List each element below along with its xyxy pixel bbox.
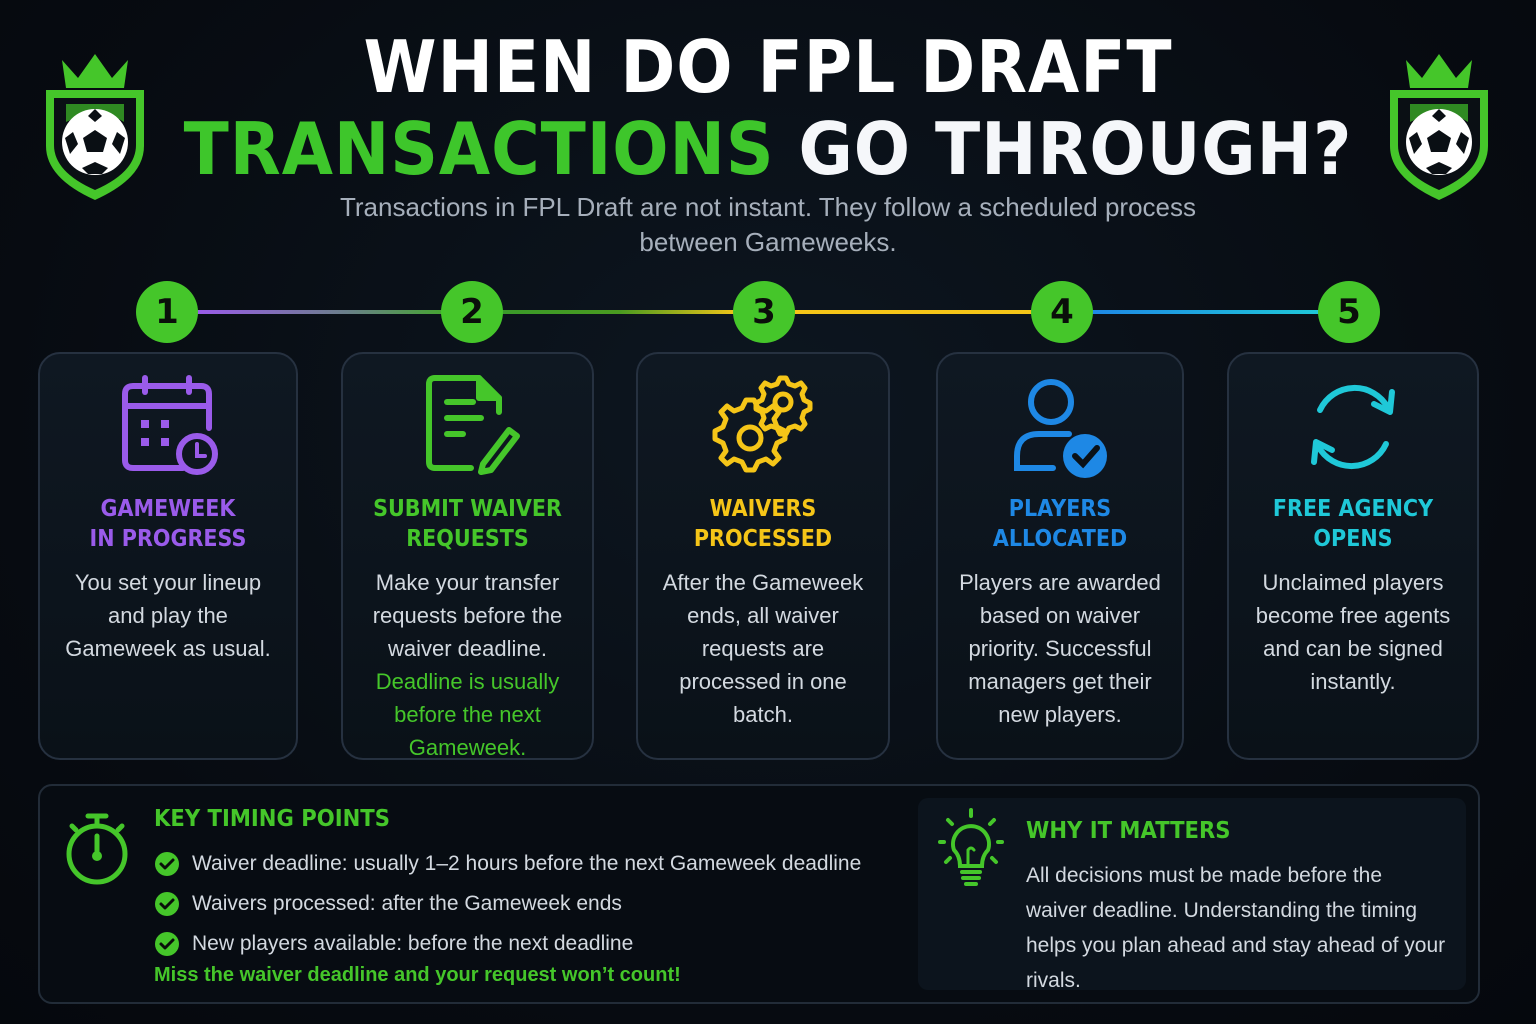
calendar-clock-icon: [122, 375, 218, 475]
step-title-line: PROCESSED: [693, 526, 833, 552]
step-number-3: 3: [733, 281, 795, 343]
step-description: After the Gameweek ends, all waiver requ…: [662, 570, 864, 727]
check-circle-icon: [155, 892, 179, 916]
shield-crown-football-icon: [1390, 54, 1488, 200]
step-card-players-allocated: PLAYERS ALLOCATED Players are awarded bas…: [936, 352, 1184, 760]
step-title-line: FREE AGENCY: [1272, 496, 1434, 522]
why-it-matters-text: All decisions must be made before the wa…: [1026, 864, 1446, 992]
shield-crown-football-icon: [46, 54, 144, 200]
step-card-gameweek: GAMEWEEK IN PROGRESS You set your lineup …: [38, 352, 298, 760]
step-number-2: 2: [441, 281, 503, 343]
list-item: Waiver deadline: usually 1–2 hours befor…: [154, 844, 861, 884]
step-card-free-agency: FREE AGENCY OPENS Unclaimed players becom…: [1227, 352, 1479, 760]
step-title-line: IN PROGRESS: [89, 526, 247, 552]
check-circle-icon: [155, 932, 179, 956]
step-title: FREE AGENCY OPENS: [1241, 494, 1464, 554]
timeline-connector: [196, 310, 446, 314]
user-check-icon: [1014, 379, 1107, 478]
why-it-matters-title: WHY IT MATTERS: [1026, 818, 1231, 844]
lightbulb-icon: [938, 808, 1004, 886]
step-title-line: REQUESTS: [406, 526, 529, 552]
timeline-connector: [792, 310, 1037, 314]
gears-icon: [712, 375, 813, 473]
step-card-submit-waiver: SUBMIT WAIVER REQUESTS Make your transfer…: [341, 352, 594, 760]
stopwatch-icon: [66, 813, 128, 885]
step-title-line: SUBMIT WAIVER: [373, 496, 562, 522]
page-title: WHEN DO FPL DRAFT TRANSACTIONS GO THROUG…: [0, 26, 1536, 190]
step-title: WAIVERS PROCESSED: [651, 494, 876, 554]
step-card-waivers-processed: WAIVERS PROCESSED After the Gameweek ends…: [636, 352, 890, 760]
list-item: New players available: before the next d…: [154, 924, 861, 964]
step-description: Players are awarded based on waiver prio…: [959, 570, 1161, 727]
step-title-line: PLAYERS: [1008, 496, 1112, 522]
step-number-5: 5: [1318, 281, 1380, 343]
page-subtitle: Transactions in FPL Draft are not instan…: [339, 192, 1197, 257]
step-description: Unclaimed players become free agents and…: [1255, 570, 1451, 694]
step-title-line: GAMEWEEK: [100, 496, 236, 522]
step-title-line: OPENS: [1313, 526, 1393, 552]
step-description: You set your lineup and play the Gamewee…: [65, 570, 271, 661]
step-title-line: WAIVERS: [709, 496, 817, 522]
info-panel: KEY TIMING POINTS Waiver deadline: usual…: [38, 784, 1480, 1004]
key-timing-title: KEY TIMING POINTS: [154, 806, 390, 832]
step-title-line: ALLOCATED: [992, 526, 1128, 552]
title-line-1: WHEN DO FPL DRAFT: [363, 25, 1173, 109]
refresh-cycle-icon: [1311, 384, 1395, 470]
step-description: Make your transfer requests before the w…: [372, 570, 563, 661]
check-circle-icon: [155, 852, 179, 876]
title-line-2: TRANSACTIONS GO THROUGH?: [61, 108, 1474, 190]
title-rest: GO THROUGH?: [774, 107, 1353, 191]
step-title: PLAYERS ALLOCATED: [950, 494, 1170, 554]
title-highlight: TRANSACTIONS: [183, 107, 775, 191]
step-number-1: 1: [136, 281, 198, 343]
list-item-text: Waiver deadline: usually 1–2 hours befor…: [192, 852, 862, 875]
list-item: Waivers processed: after the Gameweek en…: [154, 884, 861, 924]
timeline: 1 2 3 4 5: [0, 280, 1536, 344]
timeline-connector: [1090, 310, 1322, 314]
list-item-text: New players available: before the next d…: [192, 932, 634, 955]
document-edit-icon: [425, 375, 520, 475]
deadline-warning: Miss the waiver deadline and your reques…: [154, 964, 681, 986]
timeline-connector: [500, 310, 740, 314]
key-timing-list: Waiver deadline: usually 1–2 hours befor…: [154, 844, 861, 964]
step-number-4: 4: [1031, 281, 1093, 343]
step-title: GAMEWEEK IN PROGRESS: [53, 494, 283, 554]
list-item-text: Waivers processed: after the Gameweek en…: [192, 892, 622, 915]
step-title: SUBMIT WAIVER REQUESTS: [355, 494, 579, 554]
why-it-matters-box: WHY IT MATTERS All decisions must be mad…: [918, 798, 1466, 992]
step-highlight-note: Deadline is usually before the next Game…: [375, 669, 560, 760]
